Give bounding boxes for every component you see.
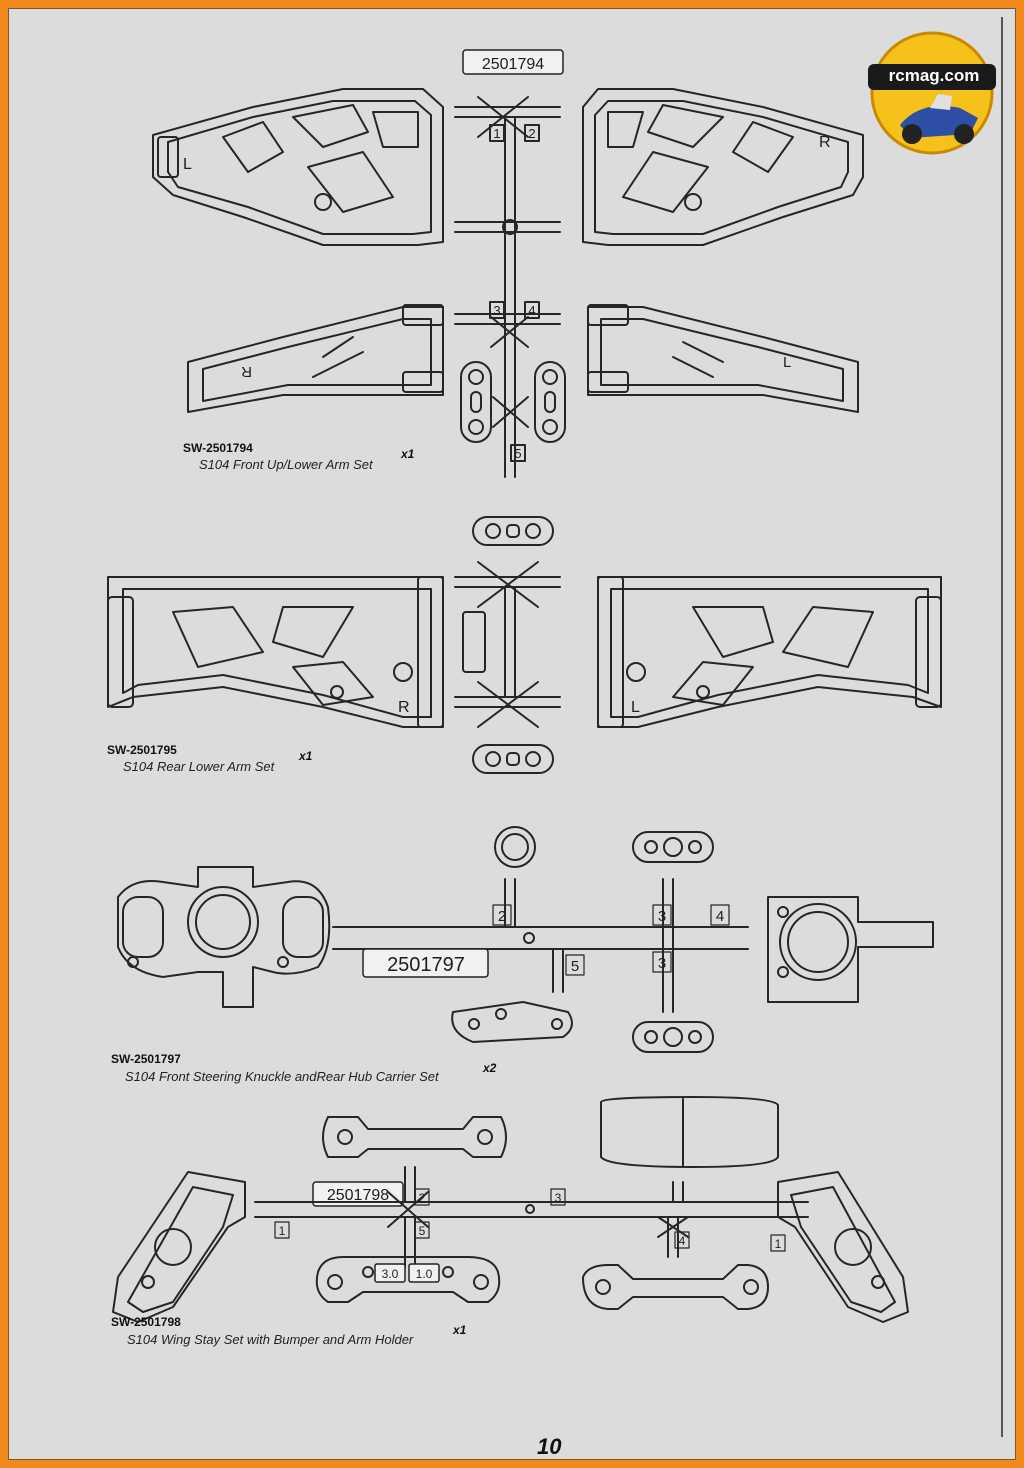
gate-number: 4 bbox=[716, 908, 724, 925]
set-quantity: x1 bbox=[453, 1323, 467, 1337]
gate-number: 1 bbox=[279, 1224, 286, 1238]
front-lower-arm-right bbox=[587, 304, 859, 413]
bumper bbox=[600, 1096, 779, 1168]
front-upper-arm-left bbox=[152, 88, 444, 246]
logo-brand: rcmag.com bbox=[888, 66, 980, 85]
set-description: S104 Wing Stay Set with Bumper and Arm H… bbox=[127, 1332, 414, 1347]
set-description: S104 Front Up/Lower Arm Set bbox=[199, 457, 373, 472]
set-description: S104 Front Steering Knuckle andRear Hub … bbox=[125, 1069, 439, 1084]
small-link-pair bbox=[460, 361, 566, 443]
gate-number: 5 bbox=[571, 958, 579, 975]
sprue-2-runner bbox=[454, 516, 561, 774]
set-code: SW-2501794 bbox=[183, 441, 253, 455]
sprue-code-1: 2501794 bbox=[482, 56, 544, 73]
set-description: S104 Rear Lower Arm Set bbox=[123, 759, 275, 774]
gate-number: 5 bbox=[514, 446, 521, 461]
part-letter: L bbox=[783, 354, 791, 371]
front-lower-arm-left bbox=[187, 304, 444, 413]
gate-number: 4 bbox=[528, 303, 535, 318]
steering-knuckle bbox=[117, 866, 331, 1008]
part-letter: L bbox=[631, 699, 640, 716]
rear-hub-carrier bbox=[767, 896, 934, 1003]
parts-diagram: 2501794 1 2 3 4 5 L R R bbox=[107, 49, 942, 1323]
page-frame: 2501794 1 2 3 4 5 L R R bbox=[23, 17, 1003, 1459]
gate-number: 5 bbox=[419, 1224, 426, 1238]
set-code: SW-2501797 bbox=[111, 1052, 181, 1066]
sprue-4-runner bbox=[254, 1166, 809, 1268]
arm-holder-mark: 1.0 bbox=[416, 1267, 433, 1281]
wing-stay-left bbox=[112, 1171, 246, 1323]
arm-holder-top bbox=[322, 1116, 507, 1158]
arm-holder-bottom bbox=[315, 1256, 501, 1303]
part-letter: R bbox=[398, 699, 410, 716]
gate-number: 1 bbox=[775, 1237, 782, 1251]
gate-number: 2 bbox=[498, 908, 506, 925]
set-quantity: x1 bbox=[299, 749, 313, 763]
part-letter: L bbox=[183, 156, 192, 173]
gate-number: 3 bbox=[493, 303, 500, 318]
sprue-3-runner bbox=[332, 826, 749, 1053]
manual-page: 2501794 1 2 3 4 5 L R R bbox=[8, 8, 1016, 1460]
gate-number: 3 bbox=[658, 908, 666, 925]
rear-lower-arm-left bbox=[597, 576, 942, 728]
gate-number: 2 bbox=[419, 1191, 426, 1205]
sprue-1-runner bbox=[454, 49, 564, 478]
arm-holder-plate bbox=[582, 1264, 769, 1310]
gate-number: 3 bbox=[555, 1191, 562, 1205]
page-number: 10 bbox=[537, 1434, 562, 1459]
arm-holder-mark: 3.0 bbox=[382, 1267, 399, 1281]
set-quantity: x2 bbox=[483, 1061, 497, 1075]
gate-number: 3 bbox=[658, 955, 666, 972]
gate-number: 1 bbox=[493, 126, 500, 141]
rcmag-logo[interactable]: rcmag.com bbox=[860, 30, 1004, 156]
set-code: SW-2501795 bbox=[107, 743, 177, 757]
set-quantity: x1 bbox=[401, 447, 415, 461]
sprue-code-3: 2501797 bbox=[387, 954, 465, 976]
gate-number: 4 bbox=[679, 1234, 686, 1248]
wing-stay-right bbox=[777, 1171, 909, 1323]
set-code: SW-2501798 bbox=[111, 1315, 181, 1329]
gate-number: 2 bbox=[528, 126, 535, 141]
part-letter: R bbox=[819, 134, 831, 151]
logo-emblem bbox=[868, 31, 996, 155]
part-letter: R bbox=[241, 363, 252, 380]
sprue-code-4: 2501798 bbox=[327, 1187, 389, 1204]
rear-lower-arm-right bbox=[107, 576, 444, 728]
front-upper-arm-right bbox=[582, 88, 864, 246]
